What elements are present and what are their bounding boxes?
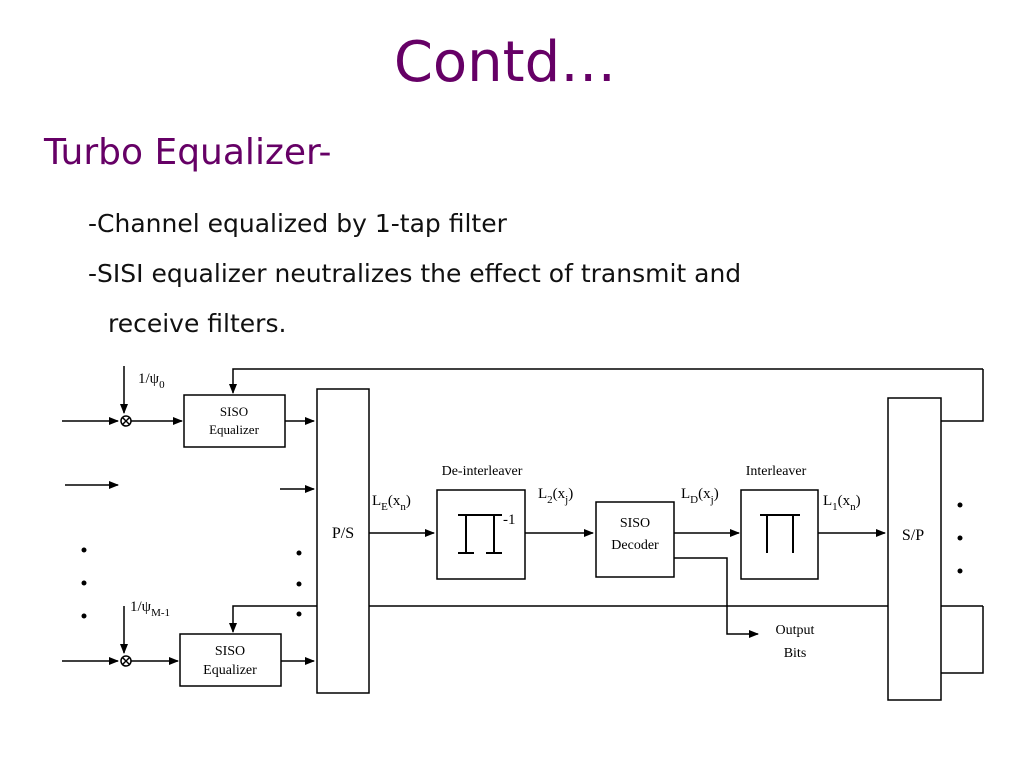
siso-equalizer-bottom-box: [179, 633, 282, 687]
slide-subtitle: Turbo Equalizer-: [44, 132, 332, 173]
feedback-line-top: [229, 368, 983, 394]
ps-label: P/S: [332, 525, 354, 542]
feedback-line-bottom: [229, 605, 983, 633]
scale-label-top: 1/ψ0: [138, 371, 165, 391]
siso-equalizer-top-box: [183, 394, 286, 448]
siso-decoder-line2: Decoder: [611, 538, 659, 553]
sp-block: [887, 397, 942, 701]
l2-label: L2(xj): [538, 486, 573, 506]
slide-title: Contd…: [393, 30, 617, 95]
l1-label: L1(xn): [823, 493, 861, 513]
deinterleaver-label: De-interleaver: [442, 464, 523, 479]
output-bits-arrow: [674, 557, 759, 638]
siso-eq-bottom-line1: SISO: [215, 644, 245, 659]
siso-eq-top-line2: Equalizer: [209, 422, 259, 437]
output-bits-line1: Output: [776, 623, 815, 638]
bullet-3: receive filters.: [108, 309, 287, 338]
interleaver-label: Interleaver: [746, 464, 807, 479]
sp-label: S/P: [902, 527, 924, 544]
ps-block: [316, 388, 370, 694]
deinterleaver-sup: -1: [503, 512, 516, 528]
siso-decoder-line1: SISO: [620, 516, 650, 531]
siso-eq-top-line1: SISO: [220, 404, 248, 419]
turbo-equalizer-diagram: 1/ψ0 SISO Equalizer 1/ψM-1 SISO Equalize…: [62, 366, 984, 701]
ld-label: LD(xj): [681, 486, 719, 506]
bullet-2: -SISI equalizer neutralizes the effect o…: [88, 259, 742, 288]
deinterleaver-box: [436, 489, 526, 580]
scale-label-bottom: 1/ψM-1: [130, 599, 170, 619]
bullet-1: -Channel equalized by 1-tap filter: [88, 209, 507, 238]
output-bits-line2: Bits: [784, 646, 807, 661]
le-label: LE(xn): [372, 493, 411, 513]
interleaver-box: [740, 489, 819, 580]
siso-decoder-box: [595, 501, 675, 578]
siso-eq-bottom-line2: Equalizer: [203, 663, 257, 678]
ellipsis-dots: [81, 502, 963, 619]
